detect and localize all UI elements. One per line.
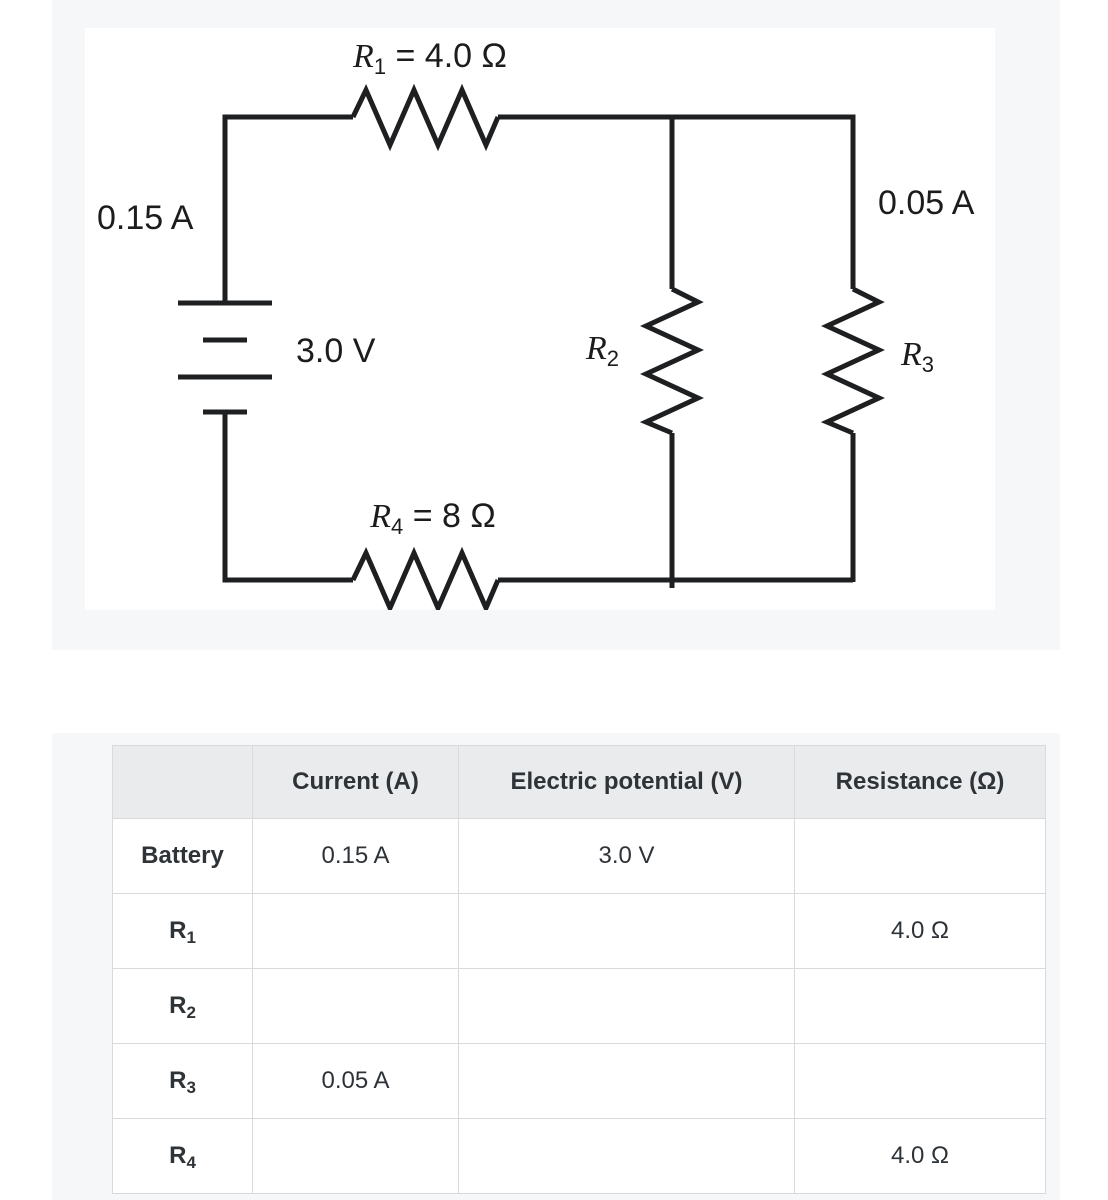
column-header-current: Current (A) (252, 745, 459, 819)
wire-top-right (498, 114, 856, 289)
column-header-potential: Electric potential (V) (458, 745, 795, 819)
table-row-battery: Battery 0.15 A 3.0 V (112, 818, 1046, 894)
label-battery-voltage: 3.0 V (296, 332, 376, 370)
cell-r2-potential (458, 968, 795, 1044)
cell-r1-resistance: 4.0 Ω (794, 893, 1046, 969)
cell-battery-potential: 3.0 V (458, 818, 795, 894)
wire-bottom-left (222, 412, 353, 583)
resistor-r2-symbol (639, 286, 704, 436)
cell-r3-resistance (794, 1043, 1046, 1119)
cell-r2-current (252, 968, 459, 1044)
cell-battery-current: 0.15 A (252, 818, 459, 894)
cell-r2-resistance (794, 968, 1046, 1044)
row-label-r2: R2 (112, 968, 253, 1044)
table-header-row: Current (A) Electric potential (V) Resis… (112, 745, 1046, 819)
cell-r1-current (252, 893, 459, 969)
row-label-r3: R3 (112, 1043, 253, 1119)
cell-r4-current (252, 1118, 459, 1194)
table-row-r2: R2 (112, 968, 1046, 1044)
table-row-r1: R1 4.0 Ω (112, 893, 1046, 969)
cell-battery-resistance (794, 818, 1046, 894)
label-r4-value: R4 = 8 Ω (370, 497, 496, 539)
row-label-battery: Battery (112, 818, 253, 894)
resistor-r4-symbol (350, 546, 501, 610)
wire-top-left (222, 114, 353, 303)
results-table: Current (A) Electric potential (V) Resis… (112, 745, 1046, 1194)
label-battery-current: 0.15 A (97, 199, 194, 237)
cell-r1-potential (458, 893, 795, 969)
table-row-r4: R4 4.0 Ω (112, 1118, 1046, 1194)
column-header-blank (112, 745, 253, 819)
circuit-svg (178, 83, 885, 610)
cell-r4-potential (458, 1118, 795, 1194)
battery-symbol (178, 300, 272, 415)
column-header-resistance: Resistance (Ω) (794, 745, 1046, 819)
label-r2: R2 (586, 330, 620, 371)
label-r1-value: R1 = 4.0 Ω (353, 37, 507, 79)
circuit-diagram: R1 = 4.0 Ω 0.15 A 3.0 V R2 R3 0.05 A R4 … (85, 28, 995, 610)
cell-r3-current: 0.05 A (252, 1043, 459, 1119)
label-r3: R3 (901, 336, 935, 377)
label-r3-current: 0.05 A (878, 184, 975, 222)
resistor-r3-symbol (820, 286, 885, 436)
resistor-r1-symbol (350, 83, 501, 152)
table-row-r3: R3 0.05 A (112, 1043, 1046, 1119)
row-label-r1: R1 (112, 893, 253, 969)
row-label-r4: R4 (112, 1118, 253, 1194)
cell-r4-resistance: 4.0 Ω (794, 1118, 1046, 1194)
cell-r3-potential (458, 1043, 795, 1119)
